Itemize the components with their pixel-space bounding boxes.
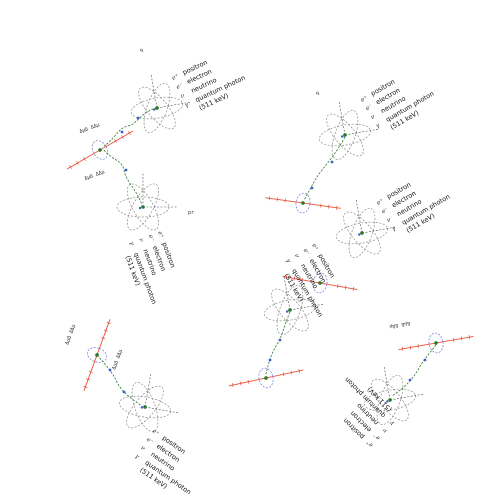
- axis-tick-label: ΔμΔ ΔΔμ: [79, 122, 101, 135]
- electron-wave-line: [103, 149, 143, 206]
- svg-text:ΔμΔ ΔΔμ: ΔμΔ ΔΔμ: [111, 349, 124, 371]
- atom-mid-right: [329, 193, 401, 266]
- diagram-group-bottom-right: ΔμΔ ΔΔμ e⁺ positron e⁻ electron ν neutri…: [342, 320, 476, 449]
- axis-label-pr: pr: [188, 210, 194, 216]
- svg-text:ν: ν: [293, 253, 301, 260]
- svg-text:e⁺: e⁺: [360, 94, 369, 103]
- electron-wave-line: [103, 107, 158, 147]
- svg-text:γ: γ: [388, 420, 396, 428]
- diagram-group-bottom-left: ΔμΔ ΔΔμ ΔμΔ ΔΔμ e⁺ positron e⁻ electron …: [64, 315, 193, 496]
- electron-wave-line: [303, 136, 346, 201]
- vertex-bottom-right: [396, 326, 476, 360]
- positron-dot: [423, 358, 427, 362]
- legend-top-left: e⁺ positron e⁻ electron ν neutrino γ qua…: [171, 58, 247, 112]
- positron-dot: [408, 378, 412, 382]
- positron-dot: [268, 358, 272, 362]
- svg-text:ν: ν: [179, 92, 186, 100]
- svg-text:e⁻: e⁻: [147, 234, 156, 243]
- svg-text:e⁺: e⁺: [156, 230, 165, 239]
- electron-wave-line: [265, 311, 291, 375]
- legend-right: e⁺ positron e⁻ electron ν neutrino γ qua…: [376, 181, 452, 235]
- positron-dot: [120, 130, 124, 134]
- svg-text:e⁺: e⁺: [151, 428, 161, 438]
- vertex-right-upper: [263, 187, 343, 219]
- positron-dot: [136, 116, 140, 120]
- positron-dot: [124, 168, 128, 172]
- electron-wave-line: [391, 344, 437, 397]
- axis-label-p: p: [139, 47, 146, 53]
- atom-bottom-left: [114, 368, 185, 441]
- svg-text:γ: γ: [284, 258, 292, 265]
- svg-text:ν: ν: [386, 216, 393, 224]
- svg-text:ν: ν: [139, 444, 146, 452]
- diagram-group-top-right: p e⁺ positron e⁻ electron ν neutrino γ q…: [263, 78, 452, 266]
- svg-text:e⁺: e⁺: [365, 439, 375, 449]
- svg-text:e⁻: e⁻: [365, 103, 374, 112]
- svg-text:e⁻: e⁻: [302, 248, 311, 257]
- atom-upper-right: [312, 95, 384, 168]
- svg-text:ν: ν: [137, 237, 145, 243]
- svg-text:e⁻: e⁻: [381, 206, 390, 215]
- svg-text:e⁺: e⁺: [376, 197, 385, 206]
- svg-text:γ: γ: [391, 225, 398, 233]
- svg-text:e⁺: e⁺: [171, 73, 180, 82]
- svg-text:γ: γ: [134, 452, 141, 460]
- svg-text:ν: ν: [381, 427, 389, 435]
- svg-text:e⁻: e⁻: [372, 432, 382, 442]
- positron-dot: [108, 368, 112, 372]
- svg-text:p: p: [315, 90, 322, 96]
- legend-bottom-left: e⁺ positron e⁻ electron ν neutrino γ qua…: [134, 428, 193, 496]
- positron-dot: [330, 160, 334, 164]
- svg-text:ΔμΔ ΔΔμ: ΔμΔ ΔΔμ: [389, 320, 411, 330]
- svg-text:γ: γ: [184, 101, 191, 109]
- legend-top-right: e⁺ positron e⁻ electron ν neutrino γ qua…: [360, 78, 436, 132]
- legend-mid-left: e⁺ positron e⁻ electron ν neutrino γ qua…: [124, 230, 177, 305]
- svg-text:γ: γ: [375, 122, 382, 130]
- positron-dot: [122, 390, 126, 394]
- svg-text:ΔμΔ ΔΔμ: ΔμΔ ΔΔμ: [64, 324, 77, 346]
- positron-dot: [310, 186, 314, 190]
- atom-lower-left: [116, 172, 178, 236]
- diagram-group-top-left: p ΔμΔ ΔΔμ ΔμΔ ΔΔμ pr e⁺ positron e⁻ elec…: [61, 47, 247, 305]
- axis-tick-label: ΔμΔ ΔΔμ: [84, 169, 106, 182]
- vertex-lower-middle: [226, 359, 306, 397]
- positron-dot: [278, 338, 282, 342]
- svg-text:e⁻: e⁻: [175, 82, 184, 91]
- legend-bottom-right: e⁺ positron e⁻ electron ν neutrino γ qua…: [342, 375, 396, 449]
- svg-text:e⁻: e⁻: [145, 436, 155, 446]
- svg-text:γ: γ: [128, 241, 136, 247]
- diagram-group-middle: e⁺ positron e⁻ electron ν neutrino γ qua…: [226, 243, 360, 397]
- svg-text:e⁺: e⁺: [310, 243, 319, 252]
- svg-text:ν: ν: [370, 113, 377, 121]
